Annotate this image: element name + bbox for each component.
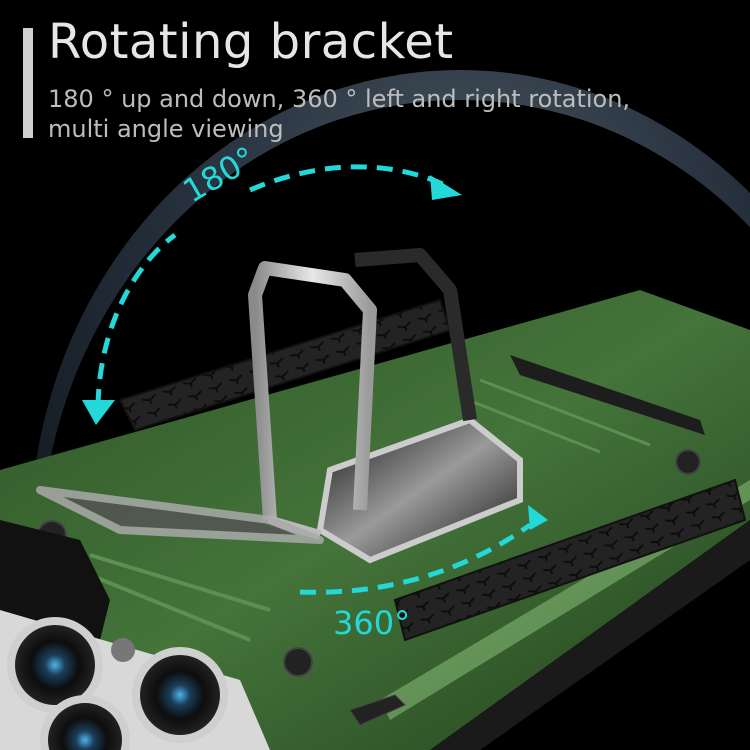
camera-lens (15, 625, 95, 705)
horizontal-rotation-arrow (299, 522, 532, 595)
arrowhead-up (528, 505, 548, 530)
camera-lens (140, 655, 220, 735)
title-accent-bar (23, 28, 33, 138)
vertical-rotation-arrow (95, 164, 447, 406)
subtitle: 180 ° up and down, 360 ° left and right … (48, 85, 631, 143)
arrowhead-down (82, 400, 115, 425)
page-title: Rotating bracket (48, 14, 454, 70)
camera-lens (48, 703, 122, 750)
arrowhead-right (430, 175, 462, 200)
horizontal-angle-label: 360° (333, 604, 411, 642)
bracket (36, 248, 477, 544)
